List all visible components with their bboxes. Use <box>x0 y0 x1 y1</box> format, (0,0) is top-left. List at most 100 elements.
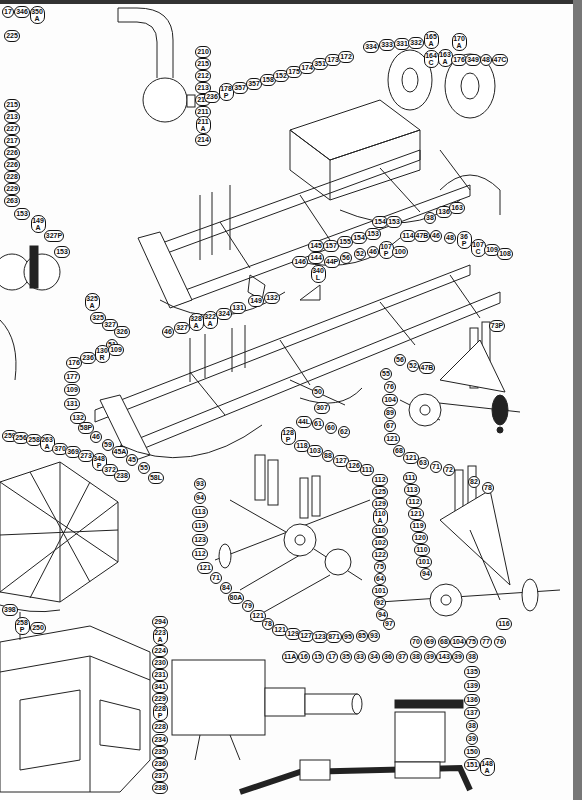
callout-number: 263 <box>4 195 20 207</box>
drawing-stroke <box>430 584 462 616</box>
drawing-stroke <box>135 292 500 452</box>
drawing-stroke <box>395 712 445 762</box>
callout-number: 36 P <box>457 231 472 249</box>
callout-number: 73P <box>489 320 505 332</box>
drawing-stroke <box>497 427 503 433</box>
drawing-stroke <box>325 549 351 575</box>
callout-number: 47B <box>419 362 436 374</box>
callout-number: 153 <box>365 228 381 240</box>
callout-number: 123 <box>192 534 208 546</box>
callout-number: 327P <box>44 230 64 242</box>
rear-suspension-lower <box>380 466 560 616</box>
callout-number: 116 <box>496 618 511 630</box>
drawing-stroke <box>143 78 187 122</box>
drawing-stroke <box>200 185 230 260</box>
callout-number: 238 <box>114 470 130 482</box>
callout-number: 228 P <box>153 703 168 721</box>
drawing-stroke <box>172 660 265 735</box>
callout-number: 17 <box>326 651 338 663</box>
drawing-stroke <box>0 605 60 640</box>
callout-number: 102 <box>372 537 388 549</box>
drawing-stroke <box>312 476 320 516</box>
cab-parts <box>0 605 150 792</box>
drawing-stroke <box>268 460 278 505</box>
callout-number: 137 <box>464 707 480 719</box>
drawing-stroke <box>402 68 418 92</box>
drawing-stroke <box>300 285 320 300</box>
drawing-stroke <box>295 535 305 545</box>
callout-number: 132 <box>264 292 280 304</box>
front-suspension <box>215 455 370 620</box>
drawing-stroke <box>100 395 150 462</box>
callout-number: 67 <box>384 420 396 432</box>
callout-number: 94 <box>420 568 432 580</box>
callout-number: 111 <box>403 472 418 484</box>
callout-number: 47B <box>414 230 431 242</box>
callout-number: 163 <box>449 202 465 214</box>
drawing-stroke <box>24 254 60 290</box>
callout-number: 56 <box>340 252 352 264</box>
callout-number: 172 <box>338 51 354 63</box>
callout-number: 871 <box>326 631 342 643</box>
drawing-stroke <box>409 394 441 426</box>
callout-number: 62 <box>338 426 350 438</box>
callout-number: 92 <box>374 597 386 609</box>
callout-number: 148 A <box>480 758 495 776</box>
drawing-stroke <box>190 275 480 415</box>
drawing-stroke <box>284 524 316 556</box>
callout-number: 68 <box>438 636 450 648</box>
drawing-stroke <box>30 246 38 288</box>
callout-number: 55 <box>380 368 392 380</box>
callout-number: 15 <box>312 651 324 663</box>
callout-number: 110 A <box>373 508 388 526</box>
callout-number: 327 <box>174 322 190 334</box>
callout-number: 38 <box>410 651 422 663</box>
callout-number: 71 <box>210 572 222 584</box>
callout-number: 225 <box>4 30 20 42</box>
callout-number: 103 <box>307 445 323 457</box>
callout-number: 52 <box>354 248 366 260</box>
callout-number: 48 <box>480 54 492 66</box>
drawing-stroke <box>440 340 505 392</box>
callout-number: 46 <box>367 246 379 258</box>
callout-number: 145 <box>308 240 324 252</box>
callout-number: 46 <box>90 431 102 443</box>
drawing-stroke <box>420 405 430 415</box>
drawing-stroke <box>187 95 195 107</box>
callout-number: 236 <box>152 758 168 770</box>
callout-number: 39 <box>452 651 464 663</box>
drawing-stroke <box>138 232 192 308</box>
callout-number: 328 A <box>189 313 204 331</box>
callout-number: 36 <box>382 651 394 663</box>
callout-number: 112 <box>406 496 421 508</box>
callout-number: 121 <box>197 562 213 574</box>
callout-number: 226 <box>4 159 20 171</box>
callout-number: 72 <box>443 464 455 476</box>
drawing-stroke <box>118 8 173 78</box>
callout-number: 39 <box>424 651 436 663</box>
callout-number: 164 C <box>424 50 439 68</box>
drawing-stroke <box>220 150 470 268</box>
callout-number: 150 <box>464 746 480 758</box>
callout-number: 153 <box>14 208 30 220</box>
drawing-stroke <box>0 320 16 380</box>
callout-number: 33 <box>354 651 366 663</box>
callout-number: 71 <box>430 461 442 473</box>
callout-number: 85 <box>356 630 368 642</box>
callout-number: 125 <box>372 486 388 498</box>
drawing-stroke <box>215 500 370 620</box>
callout-number: 37 <box>396 651 408 663</box>
callout-number: 213 <box>4 111 20 123</box>
callout-number: 35 <box>340 651 352 663</box>
drawing-stroke <box>148 150 420 260</box>
callout-number: 34 <box>368 651 380 663</box>
callout-number: 334 <box>363 41 379 53</box>
callout-number: 89 <box>384 407 396 419</box>
callout-number: 332 <box>408 37 424 49</box>
callout-number: 228 <box>152 721 168 733</box>
callout-number: 349 <box>465 54 481 66</box>
callout-number: 230 <box>152 657 168 669</box>
callout-number: 44L <box>296 416 312 428</box>
callout-number: 93 <box>194 478 206 490</box>
